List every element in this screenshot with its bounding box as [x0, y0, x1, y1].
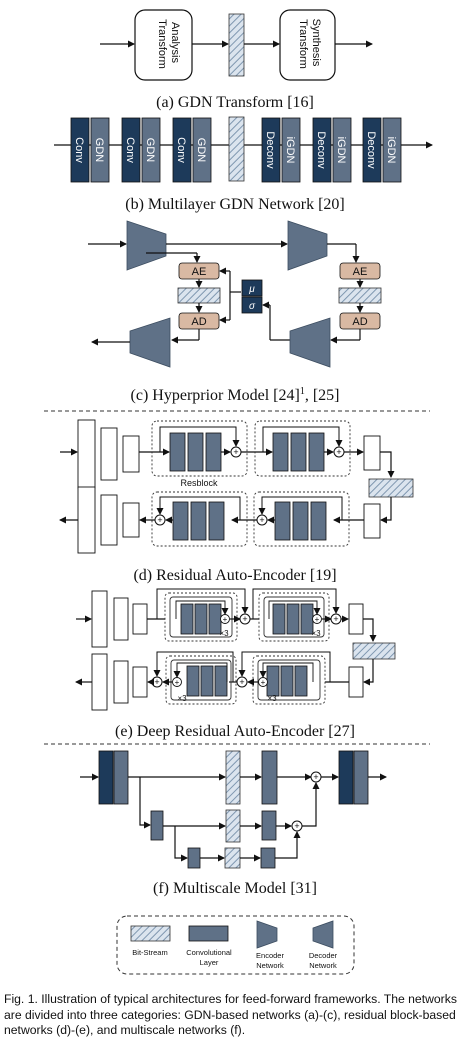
- legend-encoder-label-2: Network: [256, 961, 284, 970]
- panel-f: + + (f) Multiscale Model [31]: [80, 750, 387, 897]
- panel-a: Analysis Transform Synthesis Transform (…: [100, 9, 373, 111]
- legend-bitstream-label: Bit-Stream: [132, 948, 167, 957]
- deconv-label: Deconv: [315, 131, 327, 169]
- sigma-label: σ: [249, 301, 256, 312]
- igdn-label: iGDN: [284, 137, 296, 164]
- decoder-network-2: [289, 317, 331, 368]
- legend-bitstream-swatch: [130, 925, 171, 942]
- legend-conv-swatch: [188, 925, 229, 942]
- bitstream-block: [177, 287, 221, 304]
- svg-text:+: +: [175, 678, 180, 687]
- legend-conv-label-1: Convolutional: [186, 948, 232, 957]
- figure-caption: Fig. 1. Illustration of typical architec…: [4, 992, 470, 1039]
- resblock-outline: [151, 420, 248, 477]
- analysis-label-1: Analysis: [169, 22, 181, 63]
- svg-text:+: +: [239, 677, 244, 687]
- svg-text:+: +: [315, 615, 320, 624]
- synthesis-transform-box: [279, 9, 336, 81]
- synthesis-label-2: Transform: [297, 19, 309, 69]
- bitstream-block: [224, 847, 241, 869]
- svg-text:+: +: [157, 515, 162, 525]
- panel-e: + ×3 + + ×3 + + ×3: [75, 588, 396, 740]
- caption-c-main: (c) Hyperprior Model [24]: [131, 387, 300, 404]
- panel-c: AE AD μ σ AE AD: [88, 220, 382, 404]
- gdn-label: GDN: [144, 138, 156, 163]
- figure-caption-text: Illustration of typical architectures fo…: [4, 992, 457, 1037]
- mu-block: [241, 279, 263, 297]
- ae-label: AE: [192, 266, 207, 278]
- repeat-3-label: ×3: [219, 629, 229, 638]
- repeat-3-label: ×3: [177, 694, 187, 703]
- gdn-label: GDN: [93, 138, 105, 163]
- caption-e: (e) Deep Residual Auto-Encoder [27]: [115, 723, 355, 740]
- svg-text:+: +: [223, 615, 228, 624]
- caption-c-tail: , [25]: [305, 387, 340, 404]
- encoder-network-2: [287, 220, 328, 271]
- gdn-label: GDN: [195, 138, 207, 163]
- deconv-igdn-pair-2: Deconv iGDN: [312, 117, 352, 183]
- conv-label: Conv: [175, 137, 187, 163]
- repeat-3-label: ×3: [267, 694, 277, 703]
- deconv-label: Deconv: [365, 131, 377, 169]
- legend-decoder-label-1: Decoder: [309, 951, 338, 960]
- panel-b: Conv GDN Conv GDN Conv GDN Deconv iGDN D…: [54, 116, 433, 213]
- bitstream-block: [338, 287, 382, 304]
- resblock-outline: [254, 420, 351, 477]
- deconv-igdn-pair-3: Deconv iGDN: [362, 117, 402, 183]
- ae-label: AE: [353, 266, 368, 278]
- bitstream-block: [225, 750, 241, 805]
- svg-text:+: +: [233, 447, 238, 457]
- legend-decoder-label-2: Network: [309, 961, 337, 970]
- caption-c-sup: 1: [300, 386, 305, 397]
- svg-text:+: +: [242, 614, 247, 624]
- svg-text:Analysis Transform: Analysis Transform: [156, 19, 181, 69]
- svg-text:Synthesis Transform: Synthesis Transform: [297, 19, 322, 70]
- conv-gdn-pair-1: Conv GDN: [70, 117, 110, 183]
- conv-label: Conv: [124, 137, 136, 163]
- legend-decoder-swatch: [312, 920, 334, 949]
- igdn-label: iGDN: [385, 137, 397, 164]
- conv-gdn-pair-3: Conv GDN: [172, 117, 212, 183]
- repeat-3-label: ×3: [311, 629, 321, 638]
- svg-text:+: +: [336, 447, 341, 457]
- figure-caption-label: Fig. 1.: [4, 992, 38, 1006]
- legend: Bit-Stream Convolutional Layer Encoder N…: [116, 915, 355, 975]
- synthesis-label-1: Synthesis: [310, 19, 322, 67]
- bitstream-block: [352, 642, 396, 660]
- caption-a: (a) GDN Transform [16]: [156, 94, 314, 111]
- caption-d: (d) Residual Auto-Encoder [19]: [133, 567, 336, 584]
- panel-d: + Resblock + + +: [59, 419, 414, 584]
- svg-text:+: +: [313, 772, 318, 782]
- mu-label: μ: [248, 284, 255, 295]
- igdn-label: iGDN: [335, 137, 347, 164]
- caption-c: (c) Hyperprior Model [24]1, [25]: [131, 386, 340, 404]
- svg-text:+: +: [261, 678, 266, 687]
- analysis-transform-box: [134, 9, 193, 81]
- analysis-label-2: Transform: [156, 19, 168, 69]
- ad-label: AD: [191, 316, 206, 328]
- svg-text:+: +: [154, 677, 159, 687]
- decoder-network-1: [129, 317, 171, 368]
- conv-label: Conv: [73, 137, 85, 163]
- svg-text:+: +: [259, 515, 264, 525]
- conv-gdn-pair-2: Conv GDN: [121, 117, 161, 183]
- ad-label: AD: [352, 316, 367, 328]
- bitstream-block: [228, 13, 245, 77]
- bitstream-block: [228, 116, 245, 182]
- legend-encoder-label-1: Encoder: [256, 951, 284, 960]
- svg-text:+: +: [294, 821, 299, 831]
- deconv-label: Deconv: [264, 131, 276, 169]
- legend-encoder-swatch: [256, 920, 278, 949]
- encoder-network-1: [126, 220, 167, 271]
- resblock-label: Resblock: [180, 478, 218, 488]
- svg-text:+: +: [333, 614, 338, 624]
- bitstream-block: [225, 809, 241, 843]
- bitstream-block: [368, 478, 414, 498]
- legend-conv-label-2: Layer: [200, 958, 219, 967]
- caption-f: (f) Multiscale Model [31]: [153, 880, 317, 897]
- deconv-igdn-pair-1: Deconv iGDN: [261, 117, 301, 183]
- caption-b: (b) Multilayer GDN Network [20]: [125, 196, 345, 213]
